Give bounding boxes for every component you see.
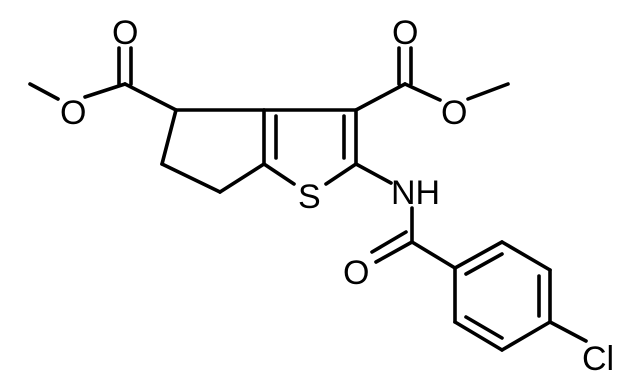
- bond: [370, 230, 408, 254]
- atom-label-sulfur: S: [298, 178, 321, 216]
- bond: [453, 320, 504, 352]
- atom-label-oxygen: O: [112, 14, 138, 52]
- bond: [83, 82, 127, 99]
- bond: [160, 162, 222, 194]
- bond: [28, 82, 60, 101]
- bond: [548, 320, 588, 343]
- atom-label-nh: NH: [391, 174, 440, 212]
- bond: [123, 82, 178, 112]
- atom-label-oxygen: O: [343, 254, 369, 292]
- bond: [324, 162, 358, 186]
- atom-label-chlorine: Cl: [582, 340, 614, 378]
- bond: [218, 162, 266, 194]
- atom-label-oxygen: O: [392, 14, 418, 52]
- bond: [354, 162, 393, 185]
- bond: [262, 162, 296, 186]
- bond: [410, 240, 457, 270]
- bond: [403, 82, 442, 102]
- bond: [453, 240, 504, 270]
- bond: [500, 240, 552, 272]
- bonds: [28, 46, 588, 352]
- bond: [464, 252, 504, 276]
- atom-labels: O O O O S NH O Cl: [60, 14, 614, 378]
- bond: [374, 240, 414, 264]
- atom-label-oxygen: O: [441, 94, 467, 132]
- bond: [354, 82, 407, 112]
- bond: [500, 320, 552, 352]
- bond: [466, 82, 510, 101]
- bond: [464, 315, 504, 340]
- bond: [160, 108, 178, 166]
- atom-label-oxygen: O: [60, 94, 86, 132]
